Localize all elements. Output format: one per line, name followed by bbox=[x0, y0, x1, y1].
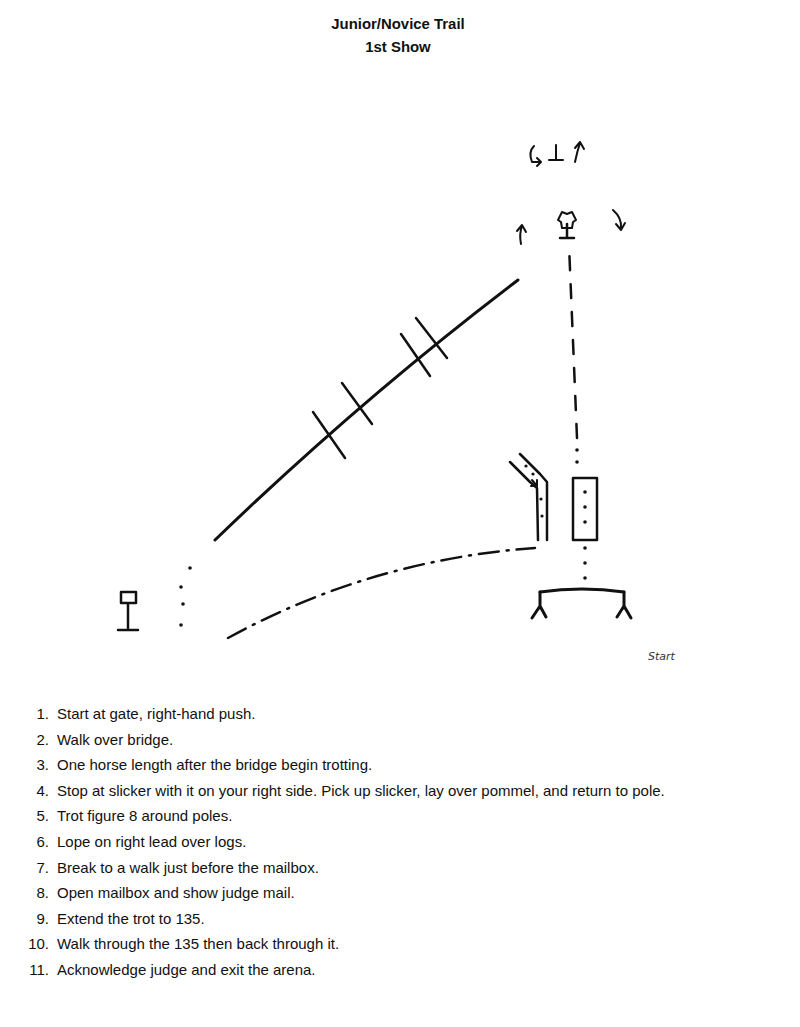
mailbox bbox=[118, 592, 138, 630]
step-text: Walk over bridge. bbox=[57, 731, 173, 749]
step-number: 11. bbox=[0, 961, 49, 979]
bridge bbox=[573, 478, 597, 540]
turn-arrow bbox=[517, 225, 526, 244]
step-number: 7. bbox=[0, 859, 49, 877]
walk-path bbox=[228, 548, 535, 638]
step-text: Lope on right lead over logs. bbox=[57, 833, 246, 851]
step-number: 10. bbox=[0, 935, 49, 953]
step-number: 4. bbox=[0, 782, 49, 800]
subtitle: 1st Show bbox=[0, 38, 796, 55]
step-number: 3. bbox=[0, 756, 49, 774]
step-text: Break to a walk just before the mailbox. bbox=[57, 859, 319, 877]
step-number: 5. bbox=[0, 807, 49, 825]
start-note: Start bbox=[648, 650, 675, 663]
step-number: 1. bbox=[0, 705, 49, 723]
path-dots bbox=[575, 448, 587, 580]
page-title: Junior/Novice Trail bbox=[0, 15, 796, 32]
log bbox=[313, 318, 447, 458]
trot-path bbox=[569, 245, 577, 438]
step-text: Extend the trot to 135. bbox=[57, 910, 205, 928]
pole-dots bbox=[524, 464, 543, 517]
step-text: Walk through the 135 then back through i… bbox=[57, 935, 339, 953]
step-text: Open mailbox and show judge mail. bbox=[57, 884, 295, 902]
pole bbox=[520, 454, 547, 540]
turn-arrow bbox=[575, 142, 584, 162]
turn-arrow bbox=[549, 145, 563, 160]
step-text: Trot figure 8 around poles. bbox=[57, 807, 232, 825]
step-text: Acknowledge judge and exit the arena. bbox=[57, 961, 316, 979]
pole bbox=[510, 462, 538, 540]
slicker bbox=[558, 212, 576, 228]
pole-arrow bbox=[531, 480, 537, 486]
gate bbox=[540, 589, 624, 592]
step-number: 2. bbox=[0, 731, 49, 749]
turn-arrow bbox=[613, 210, 625, 230]
gate-foot bbox=[532, 592, 546, 618]
step-number: 6. bbox=[0, 833, 49, 851]
step-text: Start at gate, right-hand push. bbox=[57, 705, 255, 723]
step-number: 9. bbox=[0, 910, 49, 928]
lope-line bbox=[215, 280, 518, 540]
turn-arrow bbox=[530, 146, 541, 166]
step-number: 8. bbox=[0, 884, 49, 902]
step-text: One horse length after the bridge begin … bbox=[57, 756, 372, 774]
mailbox-dots bbox=[179, 566, 192, 627]
gate-foot bbox=[617, 592, 631, 618]
step-text: Stop at slicker with it on your right si… bbox=[57, 782, 665, 800]
